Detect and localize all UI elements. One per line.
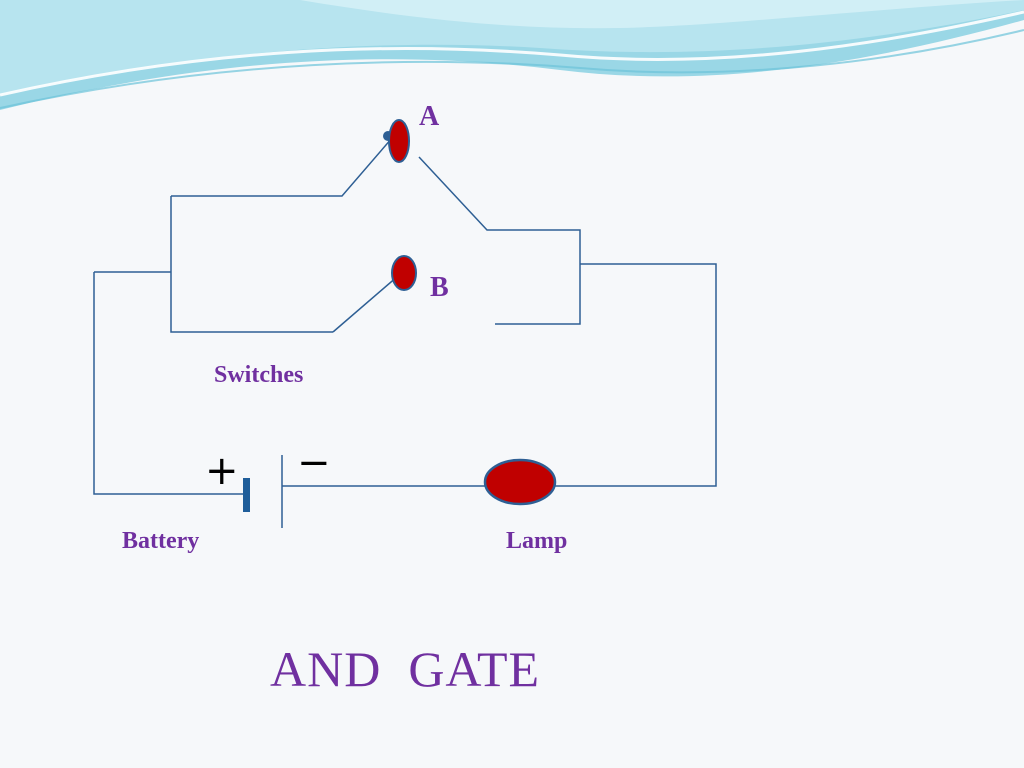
lamp xyxy=(483,458,557,506)
battery xyxy=(243,455,283,528)
lamp-label: Lamp xyxy=(506,528,568,554)
battery-minus-sign: − xyxy=(297,440,331,486)
wire-switch-b-in xyxy=(332,275,399,333)
battery-plus-sign: + xyxy=(205,448,239,494)
circuit-wires xyxy=(93,137,717,495)
switch-a-label: A xyxy=(419,101,440,132)
wire-left-battery xyxy=(93,272,243,495)
wire-right-lamp xyxy=(550,263,717,487)
switch-a xyxy=(383,119,410,163)
wire-parallel-left xyxy=(170,196,333,333)
battery-positive-plate xyxy=(243,478,250,512)
switch-b xyxy=(391,255,417,291)
header-wave xyxy=(0,0,1024,110)
slide-title: AND GATE xyxy=(270,641,541,697)
switch-b-label: B xyxy=(430,272,449,303)
switches-label: Switches xyxy=(214,362,304,388)
battery-label: Battery xyxy=(122,528,200,554)
wire-switch-a-in xyxy=(171,137,393,197)
wire-parallel-right xyxy=(418,156,581,325)
